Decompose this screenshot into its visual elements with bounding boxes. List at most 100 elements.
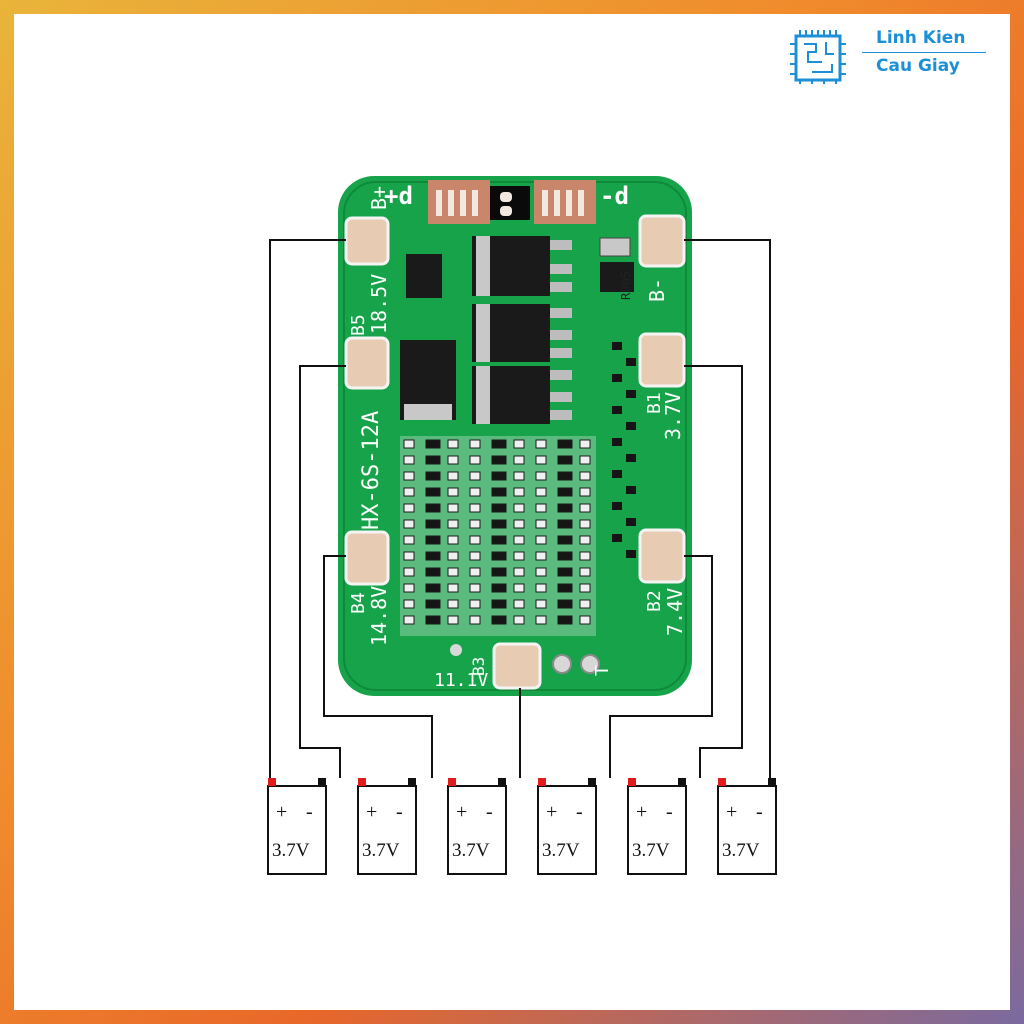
smd-component xyxy=(403,519,415,529)
smd-component xyxy=(557,599,573,609)
smd-component xyxy=(491,519,507,529)
mosfet-array xyxy=(400,236,634,424)
smd-component xyxy=(469,615,481,625)
brand-name-line2: Cau Giay xyxy=(876,56,960,76)
battery-plus-sign: + xyxy=(726,801,737,823)
smd-component xyxy=(469,439,481,449)
smd-component xyxy=(403,439,415,449)
battery-cell: +- 3.7V xyxy=(537,778,597,875)
smd-component xyxy=(447,439,459,449)
smd-component xyxy=(491,583,507,593)
battery-voltage-label: 3.7V xyxy=(542,840,580,861)
negative-terminal xyxy=(498,778,506,786)
positive-terminal xyxy=(718,778,726,786)
smd-component xyxy=(626,422,636,430)
smd-component xyxy=(535,471,547,481)
smd-component xyxy=(557,503,573,513)
smd-component xyxy=(513,455,525,465)
smd-component xyxy=(535,487,547,497)
smd-component xyxy=(535,503,547,513)
label-b4-voltage: 14.8V xyxy=(367,586,391,646)
battery-minus-sign: - xyxy=(396,801,403,823)
smd-component xyxy=(403,615,415,625)
label-b-minus: B- xyxy=(645,278,669,302)
smd-component xyxy=(612,470,622,478)
smd-component xyxy=(491,535,507,545)
smd-component xyxy=(612,502,622,510)
label-b-plus: B+ xyxy=(367,186,391,210)
label-b2: B2 xyxy=(644,590,665,612)
smd-component xyxy=(403,583,415,593)
smd-component xyxy=(469,535,481,545)
smd-component xyxy=(425,583,441,593)
smd-component xyxy=(626,358,636,366)
smd-component xyxy=(469,551,481,561)
smd-component xyxy=(425,487,441,497)
smd-component xyxy=(612,342,622,350)
battery-voltage-label: 3.7V xyxy=(452,840,490,861)
smd-component xyxy=(403,503,415,513)
pad-b2 xyxy=(638,528,686,584)
smd-component xyxy=(612,406,622,414)
smd-component xyxy=(535,551,547,561)
smd-component xyxy=(447,535,459,545)
smd-component xyxy=(535,583,547,593)
smd-component xyxy=(447,487,459,497)
smd-component xyxy=(513,551,525,561)
smd-component xyxy=(513,615,525,625)
smd-component xyxy=(579,599,591,609)
battery-minus-sign: - xyxy=(666,801,673,823)
smd-component xyxy=(403,551,415,561)
smd-component xyxy=(557,567,573,577)
label-r005: R005 xyxy=(619,271,633,300)
smd-component xyxy=(447,551,459,561)
brand-name-line1: Linh Kien xyxy=(876,28,966,48)
smd-component xyxy=(425,615,441,625)
label-p-minus: -d xyxy=(600,182,629,210)
smd-component xyxy=(469,503,481,513)
smd-component xyxy=(557,615,573,625)
smd-component xyxy=(447,519,459,529)
battery-voltage-label: 3.7V xyxy=(362,840,400,861)
component-grid xyxy=(400,342,636,636)
smd-component xyxy=(425,535,441,545)
smd-component xyxy=(447,615,459,625)
smd-component xyxy=(579,535,591,545)
smd-component xyxy=(447,567,459,577)
smd-component xyxy=(513,439,525,449)
smd-component xyxy=(557,551,573,561)
smd-component xyxy=(513,487,525,497)
smd-component xyxy=(403,535,415,545)
smd-component xyxy=(557,439,573,449)
negative-terminal xyxy=(678,778,686,786)
smd-component xyxy=(469,583,481,593)
smd-component xyxy=(535,455,547,465)
smd-component xyxy=(579,519,591,529)
label-t: T xyxy=(592,665,613,676)
smd-component xyxy=(403,567,415,577)
smd-component xyxy=(579,487,591,497)
label-b1-voltage: 3.7V xyxy=(661,392,685,440)
negative-terminal xyxy=(768,778,776,786)
pad-b1 xyxy=(638,332,686,388)
label-b1: B1 xyxy=(644,392,665,414)
battery-plus-sign: + xyxy=(366,801,377,823)
smd-component xyxy=(535,615,547,625)
smd-component xyxy=(425,503,441,513)
pad-b5 xyxy=(344,336,390,390)
battery-minus-sign: - xyxy=(576,801,583,823)
pad-b-plus xyxy=(344,216,390,266)
positive-terminal xyxy=(448,778,456,786)
smd-component xyxy=(491,567,507,577)
label-p-plus: +d xyxy=(384,182,413,210)
battery-cell: +- 3.7V xyxy=(357,778,417,875)
battery-voltage-label: 3.7V xyxy=(272,840,310,861)
smd-component xyxy=(626,518,636,526)
smd-component xyxy=(579,583,591,593)
battery-pack: +-3.7V+-3.7V+-3.7V+-3.7V+-3.7V+-3.7V xyxy=(267,778,777,875)
battery-plus-sign: + xyxy=(546,801,557,823)
smd-component xyxy=(513,471,525,481)
battery-plus-sign: + xyxy=(636,801,647,823)
label-b5: B5 xyxy=(348,314,369,336)
